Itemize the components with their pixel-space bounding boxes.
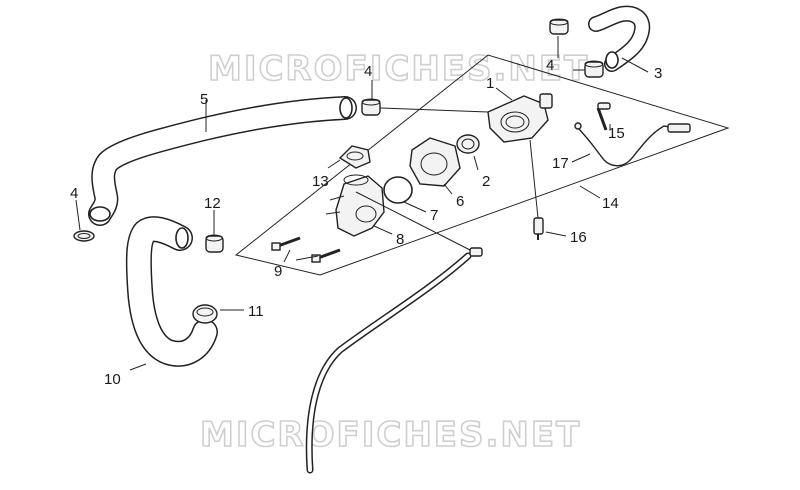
callout-11: 11 [248, 303, 264, 320]
part-10-hose [125, 216, 218, 367]
callout-15: 15 [608, 125, 625, 142]
callout-5: 5 [200, 91, 208, 108]
callout-3: 3 [654, 65, 662, 82]
leader-lines [75, 36, 649, 371]
overflow-tube [305, 247, 483, 474]
part-5-hose [88, 96, 357, 226]
part-13-cap [338, 145, 371, 169]
part-16-sensor [533, 217, 544, 240]
callout-1: 1 [486, 75, 494, 92]
callout-10: 10 [104, 371, 121, 388]
part-4-clamp-center [361, 98, 381, 116]
assembly-outline [234, 54, 730, 276]
part-3-hose [588, 5, 651, 72]
part-2-thermostat [456, 134, 480, 154]
part-4-clamp-left [73, 230, 95, 242]
part-15-bolt [596, 102, 611, 131]
part-9-bolts [271, 236, 341, 263]
callout-17: 17 [552, 155, 569, 172]
watermark-top: MICROFICHES.NET [208, 49, 589, 89]
callout-9: 9 [274, 263, 282, 280]
callout-2: 2 [482, 173, 490, 190]
callout-13: 13 [312, 173, 329, 190]
part-4-clamp-right [584, 60, 604, 78]
part-1-thermostat-housing [487, 93, 553, 143]
callout-4-center: 4 [364, 63, 372, 80]
watermark-bottom: MICROFICHES.NET [200, 415, 581, 455]
part-8-fitting [325, 174, 385, 237]
callout-4-top: 4 [546, 57, 554, 74]
callout-16: 16 [570, 229, 587, 246]
callout-4-left: 4 [70, 185, 78, 202]
part-6-gasket [409, 137, 461, 187]
part-4-clamp-top [549, 18, 569, 35]
callout-12: 12 [204, 195, 221, 212]
callout-14: 14 [602, 195, 619, 212]
part-11-clamp [192, 304, 218, 324]
part-12-clamp [205, 234, 224, 253]
callout-7: 7 [430, 207, 438, 224]
part-7-o-ring [383, 176, 413, 204]
part-17-wire [574, 122, 691, 167]
callout-6: 6 [456, 193, 464, 210]
callout-8: 8 [396, 231, 404, 248]
